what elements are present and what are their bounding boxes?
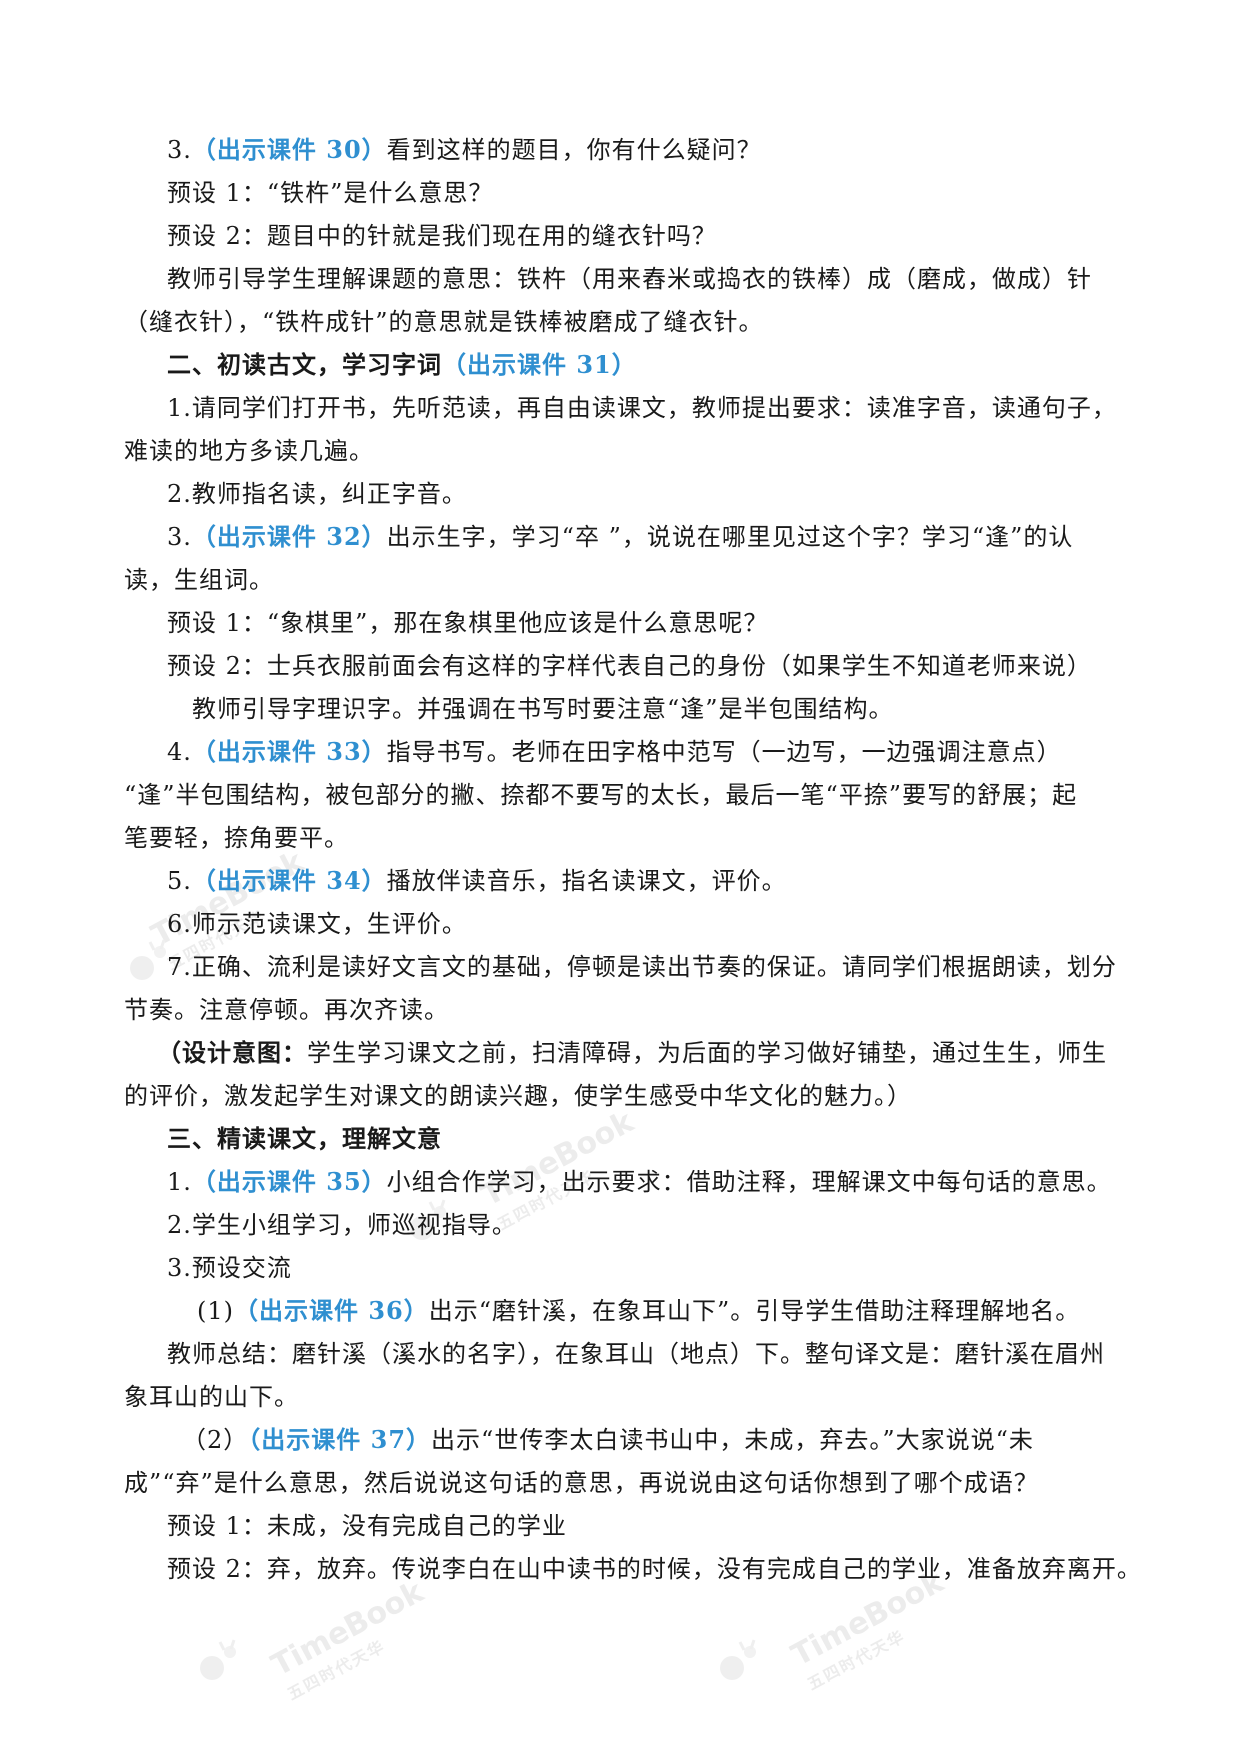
line-text: 预设 1：未成，没有完成自己的学业 — [167, 1512, 567, 1540]
text-line: 3.（出示课件 32）出示生字，学习“卒 ”，说说在哪里见过这个字？学习“逢”的… — [167, 522, 1073, 552]
text-line: 预设 2：弃，放弃。传说李白在山中读书的时候，没有完成自己的学业，准备放弃离开。 — [167, 1554, 1142, 1584]
text-line: 笔要轻，捺角要平。 — [124, 823, 349, 853]
line-text: 7.正确、流利是读好文言文的基础，停顿是读出节奏的保证。请同学们根据朗读，划分 — [167, 953, 1117, 981]
line-text: 4. — [167, 738, 192, 766]
line-text: 出示“磨针溪，在象耳山下”。引导学生借助注释理解地名。 — [428, 1297, 1081, 1325]
line-text: 指导书写。老师在田字格中范写（一边写，一边强调注意点） — [386, 738, 1062, 766]
text-line: 读，生组词。 — [124, 565, 274, 595]
line-text: 预设 2：题目中的针就是我们现在用的缝衣针吗？ — [167, 222, 717, 250]
text-line: 1.（出示课件 35）小组合作学习，出示要求：借助注释，理解课文中每句话的意思。 — [167, 1167, 1112, 1197]
text-line: “逢”半包围结构，被包部分的撇、捺都不要写的太长，最后一笔“平捺”要写的舒展；起 — [124, 780, 1077, 810]
line-text: 预设 1：“象棋里”，那在象棋里他应该是什么意思呢？ — [167, 609, 769, 637]
section-heading: 二、初读古文，学习字词（出示课件 31） — [167, 350, 637, 380]
bold-text: 二、初读古文，学习字词 — [167, 350, 442, 379]
courseware-ref: （出示课件 37） — [248, 1425, 432, 1454]
line-text: 教师总结：磨针溪（溪水的名字），在象耳山（地点）下。整句译文是：磨针溪在眉州 — [167, 1340, 1105, 1368]
line-text: 播放伴读音乐，指名读课文，评价。 — [386, 867, 787, 895]
courseware-ref: （出示课件 32） — [191, 522, 387, 551]
text-line: 7.正确、流利是读好文言文的基础，停顿是读出节奏的保证。请同学们根据朗读，划分 — [167, 952, 1117, 982]
watermark-logo-icon — [720, 1639, 756, 1680]
text-line: 2.学生小组学习，师巡视指导。 — [167, 1210, 517, 1240]
bold-text: （设计意图： — [157, 1038, 307, 1067]
text-line: 3.（出示课件 30）看到这样的题目，你有什么疑问？ — [167, 135, 762, 165]
line-text: 学生学习课文之前，扫清障碍，为后面的学习做好铺垫，通过生生，师生 — [307, 1039, 1107, 1067]
text-line: 预设 1：“铁杵”是什么意思？ — [167, 178, 493, 208]
line-text: 1. — [167, 1168, 192, 1196]
line-text: 节奏。注意停顿。再次齐读。 — [124, 996, 449, 1024]
line-text: 看到这样的题目，你有什么疑问？ — [386, 136, 762, 164]
text-line: （2）（出示课件 37）出示“世传李太白读书山中，未成，弃去。”大家说说“未 — [182, 1425, 1034, 1455]
line-text: 读，生组词。 — [124, 566, 274, 594]
text-line: 教师引导学生理解课题的意思：铁杵（用来舂米或捣衣的铁棒）成（磨成，做成）针 — [167, 264, 1092, 294]
courseware-ref: （出示课件 33） — [191, 737, 387, 766]
text-line: 预设 2：题目中的针就是我们现在用的缝衣针吗？ — [167, 221, 717, 251]
text-line: 5.（出示课件 34）播放伴读音乐，指名读课文，评价。 — [167, 866, 787, 896]
bold-text: 三、精读课文，理解文意 — [167, 1124, 442, 1153]
line-text: 难读的地方多读几遍。 — [124, 437, 374, 465]
courseware-ref: （出示课件 34） — [191, 866, 387, 895]
text-line: 预设 1：未成，没有完成自己的学业 — [167, 1511, 567, 1541]
line-text: “逢”半包围结构，被包部分的撇、捺都不要写的太长，最后一笔“平捺”要写的舒展；起 — [124, 781, 1078, 809]
line-text: 小组合作学习，出示要求：借助注释，理解课文中每句话的意思。 — [386, 1168, 1112, 1196]
text-line: 预设 1：“象棋里”，那在象棋里他应该是什么意思呢？ — [167, 608, 768, 638]
text-line: 6.师示范读课文，生评价。 — [167, 909, 467, 939]
text-line: （缝衣针），“铁杵成针”的意思就是铁棒被磨成了缝衣针。 — [124, 307, 764, 337]
section-heading: 三、精读课文，理解文意 — [167, 1124, 442, 1154]
text-line: 节奏。注意停顿。再次齐读。 — [124, 995, 449, 1025]
text-line: 预设 2：士兵衣服前面会有这样的字样代表自己的身份（如果学生不知道老师来说） — [167, 651, 1092, 681]
design-intent-note: （设计意图：学生学习课文之前，扫清障碍，为后面的学习做好铺垫，通过生生，师生 — [157, 1038, 1107, 1068]
line-text: 教师引导字理识字。并强调在书写时要注意“逢”是半包围结构。 — [192, 695, 894, 723]
text-line: 1.请同学们打开书，先听范读，再自由读课文，教师提出要求：读准字音，读通句子， — [167, 393, 1117, 423]
courseware-ref: （出示课件 31） — [442, 350, 637, 379]
line-text: 3. — [167, 523, 192, 551]
line-text: 3.预设交流 — [167, 1254, 292, 1282]
line-text: （2） — [182, 1426, 249, 1454]
text-line: (1)（出示课件 36）出示“磨针溪，在象耳山下”。引导学生借助注释理解地名。 — [197, 1296, 1080, 1326]
courseware-ref: （出示课件 30） — [191, 135, 387, 164]
line-text: 的评价，激发起学生对课文的朗读兴趣，使学生感受中华文化的魅力。） — [124, 1082, 912, 1110]
line-text: 预设 1：“铁杵”是什么意思？ — [167, 179, 494, 207]
line-text: 成”“弃”是什么意思，然后说说这句话的意思，再说说由这句话你想到了哪个成语？ — [124, 1469, 1039, 1497]
line-text: 3. — [167, 136, 192, 164]
line-text: 出示“世传李太白读书山中，未成，弃去。”大家说说“未 — [431, 1426, 1034, 1454]
line-text: (1) — [197, 1297, 234, 1325]
line-text: 2.学生小组学习，师巡视指导。 — [167, 1211, 517, 1239]
line-text: 预设 2：士兵衣服前面会有这样的字样代表自己的身份（如果学生不知道老师来说） — [167, 652, 1092, 680]
text-line: 成”“弃”是什么意思，然后说说这句话的意思，再说说由这句话你想到了哪个成语？ — [124, 1468, 1039, 1498]
watermark-logo-icon — [200, 1639, 236, 1680]
text-line: 教师总结：磨针溪（溪水的名字），在象耳山（地点）下。整句译文是：磨针溪在眉州 — [167, 1339, 1105, 1369]
line-text: 预设 2：弃，放弃。传说李白在山中读书的时候，没有完成自己的学业，准备放弃离开。 — [167, 1555, 1142, 1583]
line-text: 教师引导学生理解课题的意思：铁杵（用来舂米或捣衣的铁棒）成（磨成，做成）针 — [167, 265, 1092, 293]
text-line: 2.教师指名读，纠正字音。 — [167, 479, 467, 509]
text-line: 3.预设交流 — [167, 1253, 292, 1283]
line-text: 笔要轻，捺角要平。 — [124, 824, 349, 852]
courseware-ref: （出示课件 35） — [191, 1167, 387, 1196]
design-intent-note: 的评价，激发起学生对课文的朗读兴趣，使学生感受中华文化的魅力。） — [124, 1081, 912, 1111]
line-text: （缝衣针），“铁杵成针”的意思就是铁棒被磨成了缝衣针。 — [124, 308, 764, 336]
text-line: 4.（出示课件 33）指导书写。老师在田字格中范写（一边写，一边强调注意点） — [167, 737, 1062, 767]
line-text: 1.请同学们打开书，先听范读，再自由读课文，教师提出要求：读准字音，读通句子， — [167, 394, 1117, 422]
line-text: 象耳山的山下。 — [124, 1383, 299, 1411]
line-text: 6.师示范读课文，生评价。 — [167, 910, 467, 938]
line-text: 5. — [167, 867, 192, 895]
text-line: 难读的地方多读几遍。 — [124, 436, 374, 466]
text-line: 象耳山的山下。 — [124, 1382, 299, 1412]
courseware-ref: （出示课件 36） — [234, 1296, 429, 1325]
text-line: 教师引导字理识字。并强调在书写时要注意“逢”是半包围结构。 — [192, 694, 894, 724]
line-text: 出示生字，学习“卒 ”，说说在哪里见过这个字？学习“逢”的认 — [386, 523, 1074, 551]
line-text: 2.教师指名读，纠正字音。 — [167, 480, 467, 508]
